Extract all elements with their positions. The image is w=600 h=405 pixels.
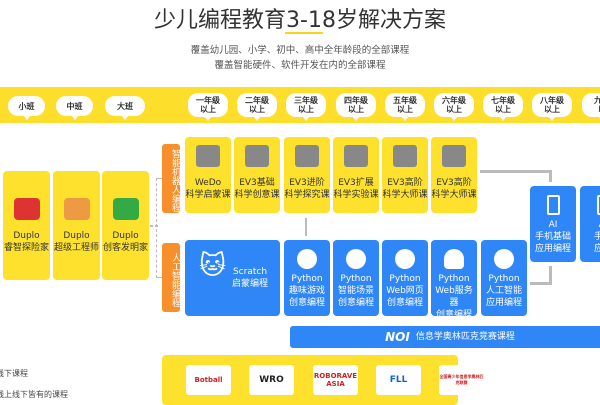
course-title: WeDo (185, 177, 231, 189)
robot-programming-label: 智能机器人编程 (162, 144, 180, 213)
competition-logo: 全国青少年信息学奥林匹克联赛 (439, 365, 484, 395)
course-title: EV3高阶 (431, 177, 477, 189)
course-subtitle: 科学启蒙课 (185, 189, 231, 201)
lego-icon (64, 198, 90, 220)
subtitle-line-1: 覆盖幼儿园、小学、初中、高中全年龄段的全部课程 (0, 42, 600, 56)
robot-icon (245, 145, 269, 167)
level-bubble: 小班 (8, 96, 45, 116)
robot-icon (196, 145, 220, 167)
python-icon (297, 249, 317, 269)
grade-bubble: 五年级以上 (385, 93, 425, 117)
tablet-icon (547, 195, 560, 215)
robot-course-card[interactable]: EV3高阶科学大师课 (431, 137, 477, 213)
robot-course-card[interactable]: EV3扩展科学实验课 (333, 137, 379, 213)
lego-icon (14, 198, 40, 220)
ai-programming-label: 人工智能编程 (162, 243, 180, 312)
competition-logo: Botball (186, 365, 231, 395)
course-title: EV3进阶 (284, 177, 330, 189)
competition-logo: FLL (376, 365, 421, 395)
ai-course-card[interactable]: AI手机应用 (580, 186, 600, 262)
competition-logo: WRO (249, 365, 294, 395)
course-title: EV3基础 (234, 177, 280, 189)
grade-bubble: 二年级以上 (237, 93, 277, 117)
course-subtitle: 科学创意课 (234, 189, 280, 201)
robot-course-card[interactable]: EV3进阶科学探究课 (284, 137, 330, 213)
competition-logo: ROBORAVE ASIA (313, 365, 358, 395)
scratch-course-card[interactable]: 🐱 Scratch 启蒙编程 (185, 240, 280, 316)
course-title: Duplo (3, 230, 50, 242)
course-subtitle: 超级工程师 (53, 242, 100, 254)
page-title: 少儿编程教育3-18岁解决方案 (0, 2, 600, 34)
noi-label: 信息学奥林匹克竞赛课程 (416, 331, 515, 343)
python-icon (346, 249, 366, 269)
subtitle-line-2: 覆盖智能硬件、软件开发在内的全部课程 (0, 57, 600, 71)
robot-icon (344, 145, 368, 167)
course-title: Scratch (225, 266, 275, 278)
grade-bubble: 八年级以上 (532, 93, 572, 117)
grade-bubble: 四年级以上 (336, 93, 376, 117)
robot-icon (295, 145, 319, 167)
course-subtitle: 科学探究课 (284, 189, 330, 201)
scratch-cat-icon: 🐱 (199, 260, 226, 272)
noi-course-bar[interactable]: NOI 信息学奥林匹克竞赛课程 (290, 326, 600, 348)
noi-logo: NOI (385, 331, 410, 343)
robot-course-card[interactable]: EV3高阶科学大师课 (382, 137, 428, 213)
course-title: Duplo (102, 230, 149, 242)
legend-offline: 线下课程 (0, 368, 28, 379)
robot-icon (442, 145, 466, 167)
course-title: Duplo (53, 230, 100, 242)
course-title: EV3扩展 (333, 177, 379, 189)
course-subtitle: 睿智探险家 (3, 242, 50, 254)
ie-browser-icon (395, 249, 415, 269)
level-bubble: 中班 (56, 96, 93, 116)
lego-icon (113, 198, 139, 220)
grade-bubble: 三年级以上 (286, 93, 326, 117)
age-band: 小班 中班 大班 一年级以上二年级以上三年级以上四年级以上五年级以上六年级以上七… (0, 87, 600, 123)
legend-online-offline: 线上线下皆有的课程 (0, 389, 68, 400)
tablet-icon (597, 195, 600, 215)
grade-bubble: 六年级以上 (434, 93, 474, 117)
level-bubble: 大班 (105, 96, 145, 116)
course-subtitle: 科学大师课 (431, 189, 477, 201)
course-subtitle: 科学实验课 (333, 189, 379, 201)
cloud-gear-icon (444, 249, 464, 269)
robot-icon (393, 145, 417, 167)
title-underline (285, 32, 323, 34)
grade-bubble: 九年以 (582, 93, 600, 117)
course-subtitle: 启蒙编程 (225, 278, 275, 290)
ai-robot-icon (494, 249, 514, 269)
double-arrow-icon (305, 218, 307, 236)
course-title: EV3高阶 (382, 177, 428, 189)
grade-bubble: 七年级以上 (483, 93, 523, 117)
course-subtitle: 科学大师课 (382, 189, 428, 201)
robot-course-card[interactable]: EV3基础科学创意课 (234, 137, 280, 213)
course-subtitle: 创客发明家 (102, 242, 149, 254)
grade-bubble: 一年级以上 (188, 93, 228, 117)
